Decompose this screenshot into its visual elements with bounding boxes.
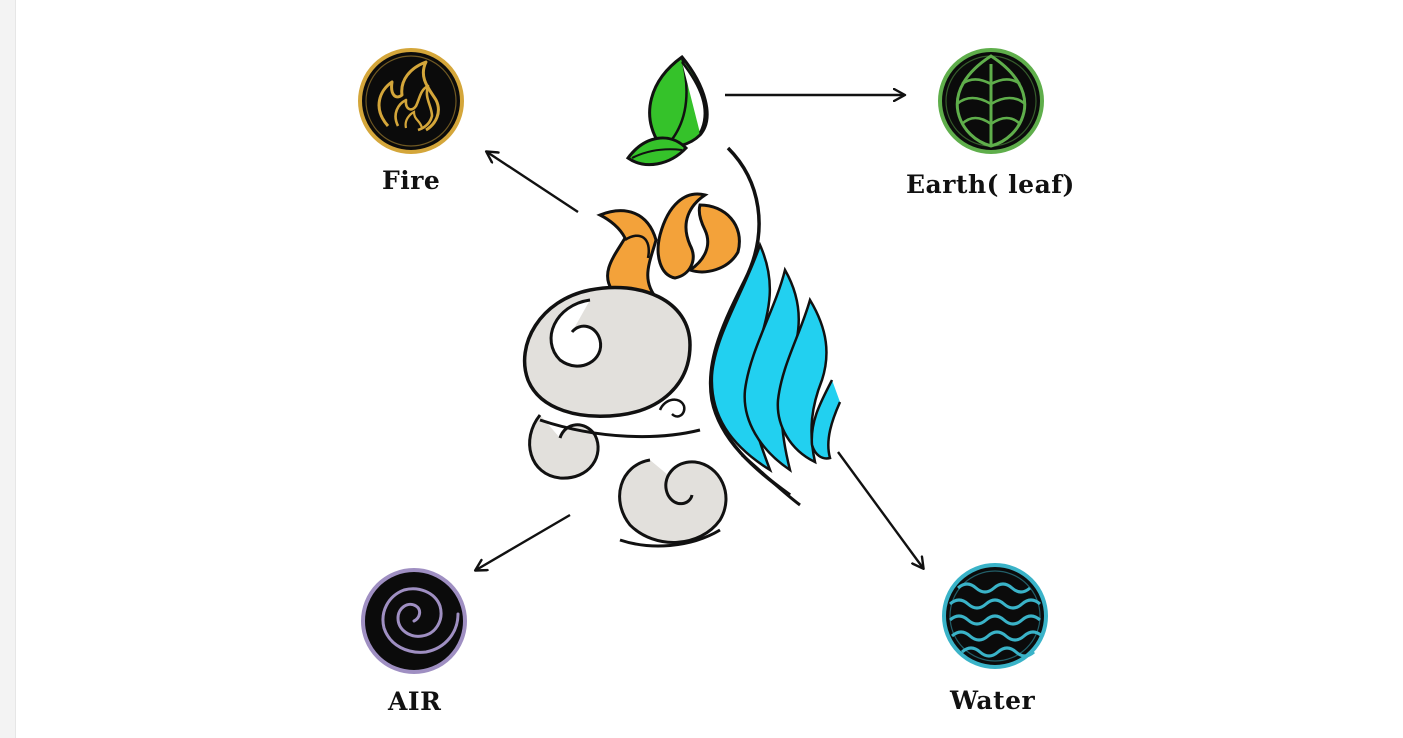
air-spiral-icon <box>361 568 467 674</box>
earth-label: Earth( leaf) <box>906 170 1075 199</box>
emblem-flames <box>596 192 741 308</box>
fire-label: Fire <box>382 166 441 195</box>
emblem-leaves <box>625 54 709 167</box>
emblem-water-strokes <box>708 146 842 507</box>
arrow-to-fire <box>487 152 579 214</box>
left-margin-strip <box>0 0 16 738</box>
emblem-air-swirls <box>522 285 728 548</box>
air-label: AIR <box>388 687 442 716</box>
water-waves-icon <box>942 563 1048 669</box>
arrow-to-air <box>476 513 571 570</box>
earth-leaf-icon <box>938 48 1044 154</box>
center-emblem-icon <box>522 54 842 548</box>
arrow-to-water <box>837 451 923 568</box>
fire-flame-icon <box>358 48 464 154</box>
water-label: Water <box>950 686 1036 715</box>
